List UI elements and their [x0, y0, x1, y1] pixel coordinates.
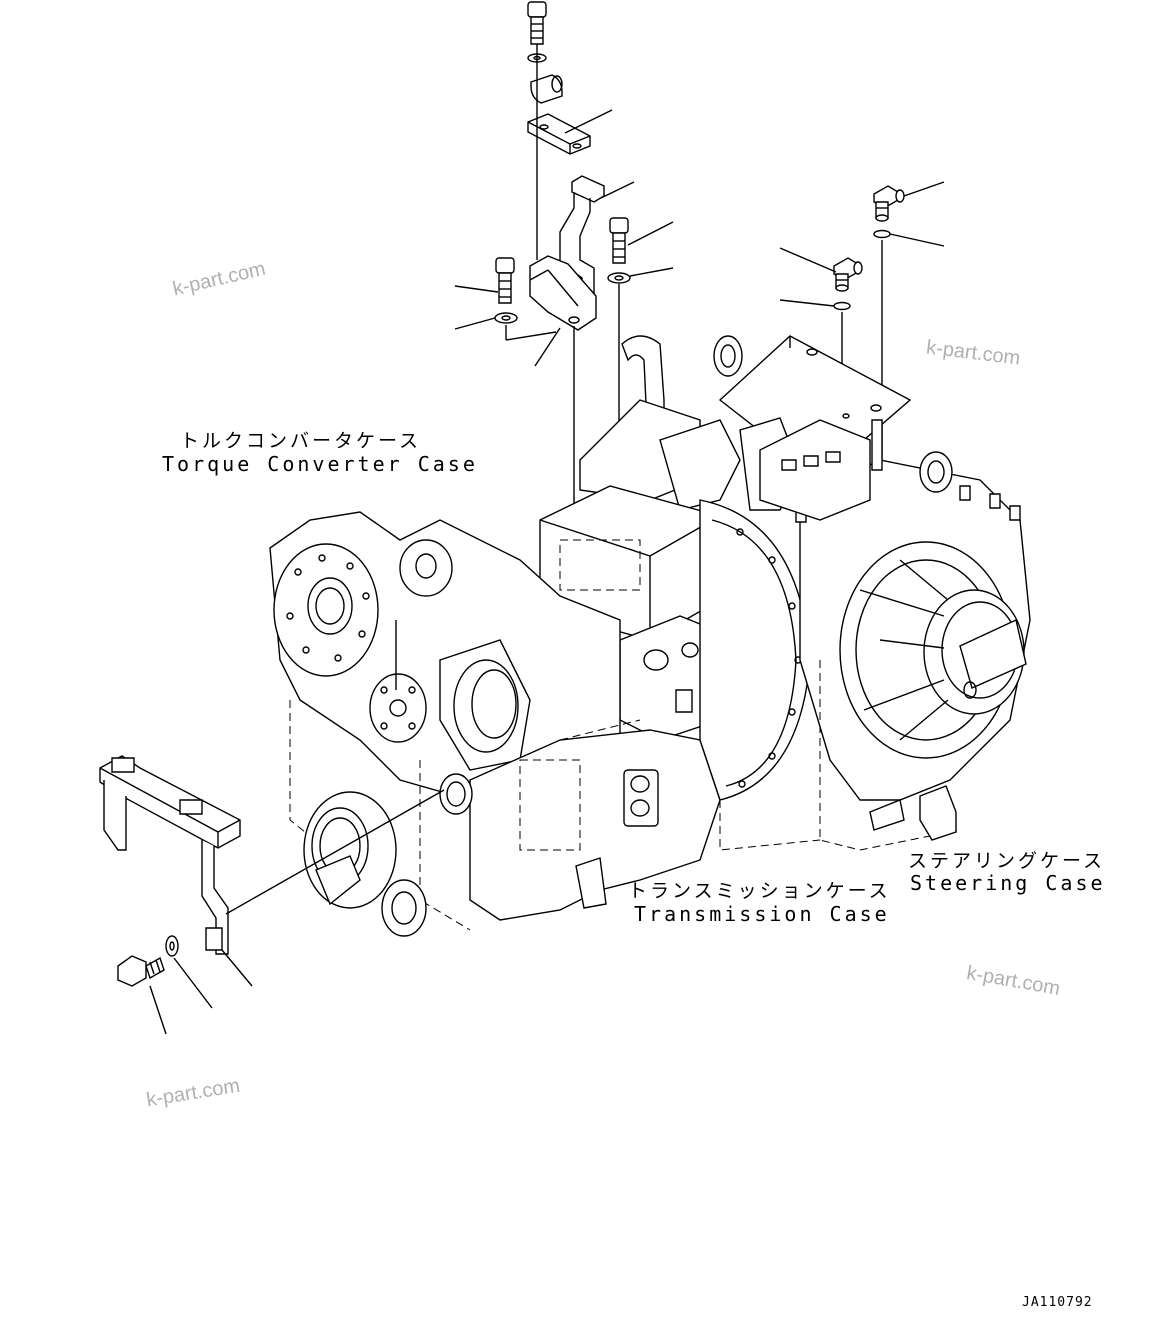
left-bolt — [496, 258, 514, 303]
steering-case-label-jp: ステアリングケース — [908, 850, 1106, 872]
steering-case-studs — [960, 486, 1020, 520]
input-flange — [274, 544, 378, 676]
clip-plate — [528, 114, 590, 154]
front-bolt — [118, 956, 166, 1034]
o-ring-right — [874, 231, 890, 238]
gear-flange — [370, 674, 426, 742]
torque-converter-case-label-en: Torque Converter Case — [162, 452, 478, 476]
steering-case-label-en: Steering Case — [910, 871, 1106, 895]
left-washer — [495, 313, 517, 323]
top-bolt — [528, 2, 546, 44]
transmission-case-label-en: Transmission Case — [634, 902, 890, 926]
front-bracket — [100, 756, 444, 986]
bell-housing-bolts — [737, 529, 801, 787]
bent-stay — [530, 176, 634, 330]
drawing-code: JA110792 — [1022, 1295, 1093, 1310]
output-coupling — [304, 792, 426, 936]
elbow-fitting-left — [780, 248, 862, 416]
lifting-eye-right — [920, 452, 952, 492]
right-washer — [608, 273, 630, 283]
final-drive-disc — [840, 542, 1026, 758]
collar — [531, 75, 562, 103]
front-washer — [166, 936, 212, 1008]
torque-converter-case-label-jp: トルクコンバータケース — [180, 430, 422, 452]
transmission-case-label-jp: トランスミッションケース — [628, 880, 891, 902]
o-ring-left — [834, 303, 850, 310]
transmission-assembly — [270, 336, 1030, 936]
lifting-eye-top — [714, 336, 742, 376]
top-bracket-assembly — [455, 2, 673, 624]
flange-bolt-holes — [287, 555, 369, 661]
center-bell-housing — [700, 500, 810, 800]
right-bolt — [610, 218, 628, 263]
